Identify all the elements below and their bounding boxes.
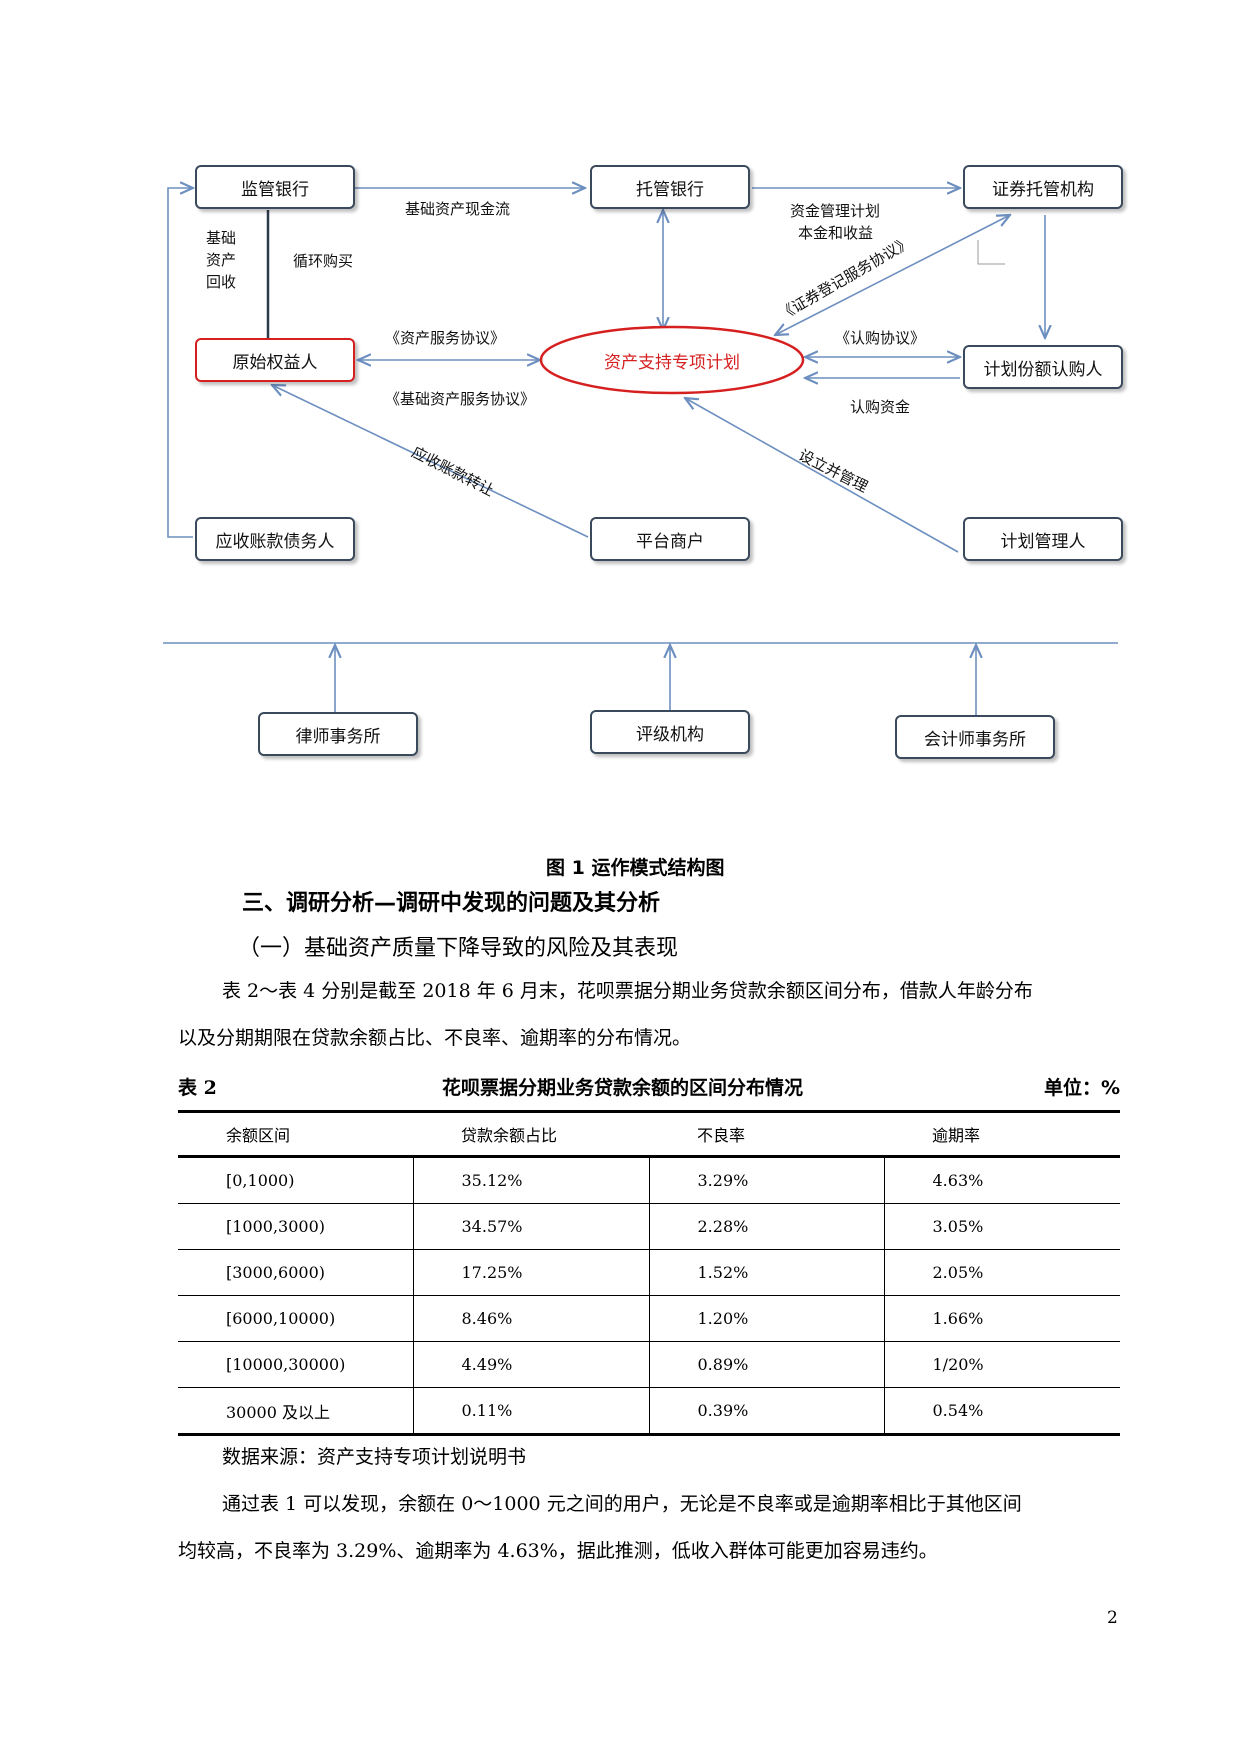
data-table: 余额区间 贷款余额占比 不良率 逾期率 [0,1000) 35.12% 3.29… xyxy=(178,1110,1120,1436)
subscription-funds-label: 认购资金 xyxy=(850,398,911,416)
table-row: [1000,3000) 34.57% 2.28% 3.05% xyxy=(178,1203,1120,1250)
table-label: 表 2 xyxy=(178,1077,217,1099)
securities-custodian-node: 证券托管机构 xyxy=(963,165,1123,209)
table-row: 30000 及以上 0.11% 0.39% 0.54% xyxy=(178,1387,1120,1436)
column-header: 逾期率 xyxy=(884,1110,1120,1158)
table-cell: [1000,3000) xyxy=(178,1203,414,1250)
node-label: 计划份额认购人 xyxy=(983,359,1103,380)
intro-line-1: 表 2～表 4 分别是截至 2018 年 6 月末，花呗票据分期业务贷款余额区间… xyxy=(222,980,1033,1002)
table-cell: 4.49% xyxy=(412,1341,650,1388)
table-cell: 2.05% xyxy=(883,1249,1120,1296)
table-cell: 1/20% xyxy=(883,1341,1120,1388)
law-firm-node: 律师事务所 xyxy=(258,712,418,756)
table-cell: 3.05% xyxy=(883,1203,1120,1250)
table-cell: 1.52% xyxy=(648,1249,885,1296)
table-cell: 0.39% xyxy=(648,1387,885,1436)
custodian-bank-node: 托管银行 xyxy=(590,165,750,209)
diagram-connectors xyxy=(163,0,1118,715)
intro-line-2: 以及分期期限在贷款余额占比、不良率、逾期率的分布情况。 xyxy=(178,1027,692,1049)
table-row: [10000,30000) 4.49% 0.89% 1/20% xyxy=(178,1341,1120,1388)
table-unit: 单位：% xyxy=(1044,1077,1121,1099)
node-label: 平台商户 xyxy=(636,531,704,552)
subscription-agreement-label: 《认购协议》 xyxy=(835,329,926,347)
table-cell: 1.66% xyxy=(883,1295,1120,1342)
conclusion-line-2: 均较高，不良率为 3.29%、逾期率为 4.63%，据此推测，低收入群体可能更加… xyxy=(178,1540,938,1562)
table-cell: [3000,6000) xyxy=(178,1249,414,1296)
asset-recovery-label-2: 资产 xyxy=(206,251,237,269)
column-header: 贷款余额占比 xyxy=(413,1110,649,1158)
service-agreement-label: 《资产服务协议》 xyxy=(385,329,506,347)
table-cell: 17.25% xyxy=(412,1249,650,1296)
manager-node: 计划管理人 xyxy=(963,517,1123,561)
node-label: 评级机构 xyxy=(636,724,704,745)
node-label: 监管银行 xyxy=(241,179,309,200)
table-cell: 2.28% xyxy=(648,1203,885,1250)
table-cell: [6000,10000) xyxy=(178,1295,414,1342)
table-cell: 0.89% xyxy=(648,1341,885,1388)
fund-mgmt-label-1: 资金管理计划 xyxy=(790,202,881,220)
special-plan-label: 资产支持专项计划 xyxy=(604,353,740,373)
asset-recovery-label-3: 回收 xyxy=(206,273,237,291)
table-title: 花呗票据分期业务贷款余额的区间分布情况 xyxy=(442,1077,804,1099)
subscriber-node: 计划份额认购人 xyxy=(963,345,1123,389)
page-number: 2 xyxy=(1107,1608,1118,1628)
node-label: 计划管理人 xyxy=(1000,531,1086,552)
table-cell: 34.57% xyxy=(412,1203,650,1250)
cash-flow-label: 基础资产现金流 xyxy=(405,200,511,218)
debtor-node: 应收账款债务人 xyxy=(195,517,355,561)
table-cell: 0.11% xyxy=(412,1387,650,1436)
table-cell: 3.29% xyxy=(648,1156,885,1204)
data-source: 数据来源：资产支持专项计划说明书 xyxy=(222,1446,527,1468)
merchant-node: 平台商户 xyxy=(590,517,750,561)
rating-agency-node: 评级机构 xyxy=(590,710,750,754)
node-label: 会计师事务所 xyxy=(924,729,1026,750)
subsection-heading: （一）基础资产质量下降导致的风险及其表现 xyxy=(238,936,679,961)
table-row: [0,1000) 35.12% 3.29% 4.63% xyxy=(178,1156,1120,1204)
section-heading: 三、调研分析—调研中发现的问题及其分析 xyxy=(242,891,661,916)
table-cell: 0.54% xyxy=(883,1387,1120,1436)
node-label: 应收账款债务人 xyxy=(215,531,335,552)
node-label: 原始权益人 xyxy=(232,352,318,373)
revolving-purchase-label: 循环购买 xyxy=(293,252,354,270)
table-row: [3000,6000) 17.25% 1.52% 2.05% xyxy=(178,1249,1120,1296)
special-plan-ellipse xyxy=(539,325,805,395)
table-row: [6000,10000) 8.46% 1.20% 1.66% xyxy=(178,1295,1120,1342)
node-label: 律师事务所 xyxy=(295,726,381,747)
column-header: 不良率 xyxy=(649,1110,884,1158)
fund-mgmt-label-2: 本金和收益 xyxy=(798,224,874,242)
table-cell: 35.12% xyxy=(412,1156,650,1204)
conclusion-line-1: 通过表 1 可以发现，余额在 0～1000 元之间的用户，无论是不良率或是逾期率… xyxy=(222,1493,1022,1515)
table-cell: [10000,30000) xyxy=(178,1341,414,1388)
table-header-row: 余额区间 贷款余额占比 不良率 逾期率 xyxy=(178,1110,1120,1158)
figure-caption: 图 1 运作模式结构图 xyxy=(546,857,725,879)
table-cell: [0,1000) xyxy=(178,1156,414,1204)
table-cell: 30000 及以上 xyxy=(178,1387,414,1436)
asset-recovery-label-1: 基础 xyxy=(206,229,237,247)
supervising-bank-node: 监管银行 xyxy=(195,165,355,209)
base-service-agreement-label: 《基础资产服务协议》 xyxy=(385,390,536,408)
node-label: 证券托管机构 xyxy=(992,179,1094,200)
node-label: 托管银行 xyxy=(636,179,704,200)
column-header: 余额区间 xyxy=(178,1110,413,1158)
table-cell: 1.20% xyxy=(648,1295,885,1342)
accounting-firm-node: 会计师事务所 xyxy=(895,715,1055,759)
table-cell: 4.63% xyxy=(883,1156,1120,1204)
table-cell: 8.46% xyxy=(412,1295,650,1342)
original-owner-node: 原始权益人 xyxy=(195,338,355,382)
